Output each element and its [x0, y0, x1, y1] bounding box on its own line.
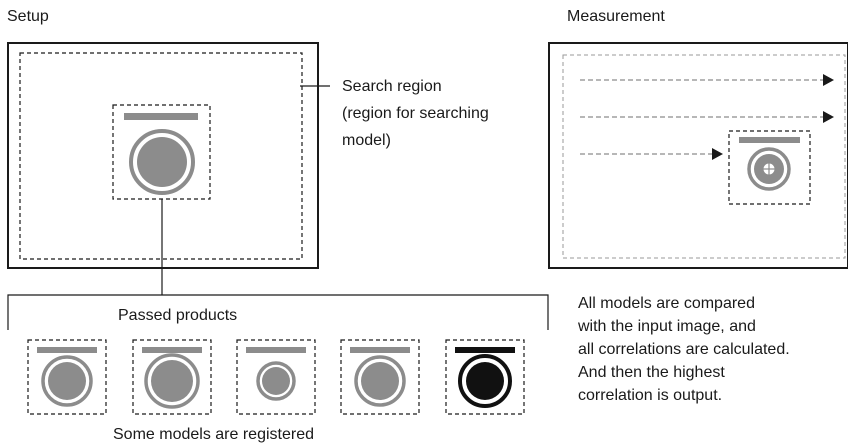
search-region-label-line-1: Search region [342, 78, 442, 95]
model-5-bar [455, 347, 515, 353]
setup-title: Setup [7, 8, 49, 25]
model-1-region [27, 339, 107, 415]
scan-arrow-1-head [823, 74, 834, 86]
model-5-inner [466, 362, 504, 400]
crosshair-icon [763, 163, 775, 175]
measurement-image-frame [548, 42, 848, 269]
measurement-description-line-1: All models are compared [578, 295, 755, 312]
passed-products-bracket [7, 294, 549, 330]
measurement-description-line-3: all correlations are calculated. [578, 341, 790, 358]
setup-model-bar [124, 113, 198, 120]
scan-arrow-3-head [712, 148, 723, 160]
model-2-inner [151, 360, 193, 402]
model-4-region [340, 339, 420, 415]
model-3-inner [262, 367, 290, 395]
model-4-inner [361, 362, 399, 400]
model-3-region [236, 339, 316, 415]
measurement-description-line-4: And then the highest [578, 364, 725, 381]
model-2-region [132, 339, 212, 415]
model-2-bar [142, 347, 202, 353]
search-region-label-line-2: (region for searching [342, 105, 489, 122]
search-region-label-line-3: model) [342, 132, 391, 149]
measurement-description-line-2: with the input image, and [578, 318, 756, 335]
measurement-search-region [562, 54, 846, 259]
model-5-region [445, 339, 525, 415]
scan-arrow-2-head [823, 111, 834, 123]
setup-model-circle-inner [137, 137, 187, 187]
passed-products-label: Passed products [118, 307, 238, 324]
model-4-bar [350, 347, 410, 353]
search-region-outline [19, 52, 303, 260]
model-1-inner [48, 362, 86, 400]
registered-models-label: Some models are registered [113, 426, 314, 443]
measurement-title: Measurement [567, 8, 665, 25]
detected-model-bar [739, 137, 800, 143]
model-3-bar [246, 347, 306, 353]
setup-image-frame [7, 42, 319, 269]
model-1-bar [37, 347, 97, 353]
measurement-description-line-5: correlation is output. [578, 387, 723, 404]
